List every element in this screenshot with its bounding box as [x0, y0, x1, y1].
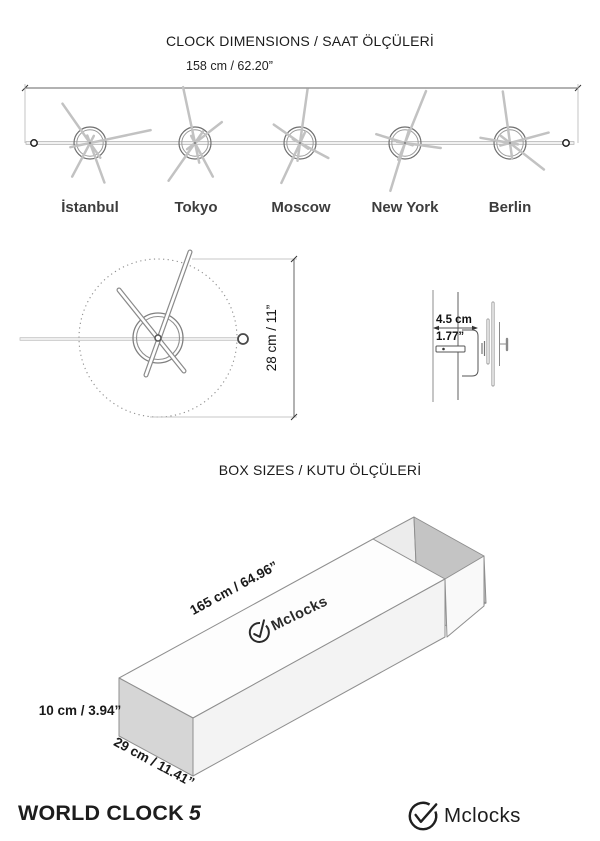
side-view: 4.5 cm 1.77” — [432, 290, 509, 402]
box-height-label: 10 cm / 3.94” — [39, 703, 122, 718]
hands-profile — [481, 301, 509, 387]
detail-wall-rod — [19, 337, 239, 341]
mclocks-clock-icon — [408, 801, 438, 831]
depth-dimension-arrows — [433, 325, 478, 331]
depth-label-in: 1.77” — [436, 331, 464, 343]
detail-mount-cap — [237, 333, 249, 345]
tray-outer-face — [444, 555, 485, 638]
clock-row-diagram — [21, 84, 582, 193]
city-label-berlin: Berlin — [488, 199, 532, 216]
city-label-moscow: Moscow — [271, 199, 331, 216]
clock-tokyo — [167, 85, 224, 182]
clock-new-york — [375, 89, 442, 193]
box-sizes-title: BOX SIZES / KUTU ÖLÇÜLERİ — [218, 462, 422, 478]
diameter-label: 28 cm / 11” — [264, 305, 279, 372]
left-mount-cap — [30, 139, 38, 147]
clock-berlin — [479, 90, 550, 171]
clock-dimensions-title: CLOCK DIMENSIONS / SAAT ÖLÇÜLERİ — [165, 33, 435, 49]
product-name: WORLD CLOCK — [18, 801, 184, 825]
right-mount-cap — [562, 139, 570, 147]
detail-hub — [132, 312, 184, 364]
box-diagram: 165 cm / 64.96” Mclocks 10 cm / 3.94” 29… — [39, 516, 487, 790]
mclocks-clock-icon — [248, 619, 270, 643]
city-label-istanbul: İstanbul — [61, 199, 119, 216]
city-label-new-york: New York — [371, 199, 439, 216]
sleeve-end-face — [118, 677, 194, 777]
product-number: 5 — [188, 801, 201, 825]
clock-detail-diagram: 28 cm / 11” 4.5 cm 1.77” — [19, 249, 509, 421]
brand-logo: Mclocks — [404, 797, 521, 835]
box-sleeve — [118, 538, 446, 777]
clock-moscow — [272, 88, 330, 185]
mount-pin-profile — [435, 345, 466, 353]
city-label-tokyo: Tokyo — [174, 199, 218, 216]
row-dimension-line — [21, 84, 582, 143]
brand-text: Mclocks — [444, 804, 521, 827]
detail-hands — [116, 249, 193, 378]
pin-screw-dot — [442, 347, 445, 351]
hub-profile — [462, 329, 479, 377]
row-width-dimension-label: 158 cm / 62.20” — [186, 59, 273, 73]
clock-istanbul — [61, 102, 152, 184]
depth-label-cm: 4.5 cm — [436, 314, 472, 326]
diameter-dimension: 28 cm / 11” — [150, 255, 298, 421]
